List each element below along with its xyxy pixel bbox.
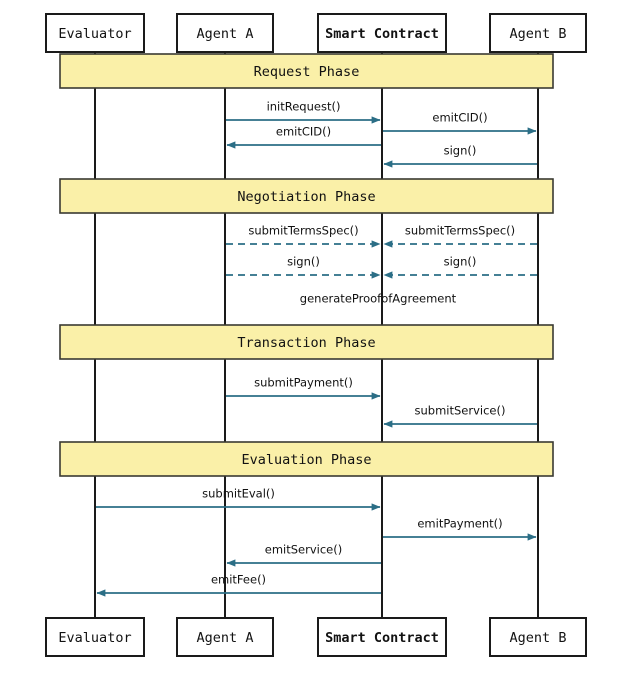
message-m7: sign() <box>226 255 381 279</box>
actor-box-agentA-top[interactable]: Agent A <box>176 13 274 53</box>
phase-label-negotiation: Negotiation Phase <box>237 189 375 205</box>
message-label: emitService() <box>265 543 342 557</box>
message-label: submitTermsSpec() <box>248 224 358 238</box>
phase-label-request: Request Phase <box>254 64 360 80</box>
actor-label-evaluator: Evaluator <box>58 26 131 42</box>
message-m13: emitService() <box>226 543 381 567</box>
message-m2: emitCID() <box>383 111 537 135</box>
actor-label-agentB: Agent B <box>510 26 567 42</box>
message-label: emitFee() <box>211 573 266 587</box>
actor-box-smartContract-top[interactable]: Smart Contract <box>317 13 447 53</box>
actor-label-smartContract: Smart Contract <box>325 630 439 646</box>
message-label: emitCID() <box>432 111 487 125</box>
actor-box-evaluator-bottom[interactable]: Evaluator <box>45 617 145 657</box>
message-m14: emitFee() <box>96 573 381 597</box>
note-n1: generateProofofAgreement <box>300 292 457 306</box>
message-m12: emitPayment() <box>383 517 537 541</box>
actor-box-agentA-bottom[interactable]: Agent A <box>176 617 274 657</box>
message-label: emitCID() <box>276 125 331 139</box>
actor-label-evaluator: Evaluator <box>58 630 131 646</box>
actor-label-agentB: Agent B <box>510 630 567 646</box>
message-label: submitTermsSpec() <box>405 224 515 238</box>
actor-box-agentB-top[interactable]: Agent B <box>489 13 587 53</box>
actor-label-agentA: Agent A <box>197 26 254 42</box>
message-m3: emitCID() <box>226 125 381 149</box>
actor-box-smartContract-bottom[interactable]: Smart Contract <box>317 617 447 657</box>
message-label: submitPayment() <box>254 376 353 390</box>
message-m11: submitEval() <box>96 487 381 511</box>
message-label: sign() <box>444 255 477 269</box>
message-label: initRequest() <box>267 100 341 114</box>
message-m4: sign() <box>383 144 537 168</box>
actor-boxes-top: Evaluator Agent A Smart Contract Agent B <box>45 13 587 53</box>
actor-boxes-bottom: Evaluator Agent A Smart Contract Agent B <box>45 617 587 657</box>
phase-label-evaluation: Evaluation Phase <box>241 452 371 468</box>
notes-group: generateProofofAgreement <box>300 292 457 306</box>
message-label: sign() <box>444 144 477 158</box>
phase-label-transaction: Transaction Phase <box>237 335 375 351</box>
message-label: emitPayment() <box>417 517 502 531</box>
message-m9: submitPayment() <box>226 376 381 400</box>
message-m5: submitTermsSpec() <box>226 224 381 248</box>
phase-band-request: Request Phase <box>59 53 554 89</box>
message-m8: sign() <box>383 255 537 279</box>
message-m10: submitService() <box>383 404 537 428</box>
message-label: submitEval() <box>202 487 275 501</box>
phase-band-evaluation: Evaluation Phase <box>59 441 554 477</box>
actor-label-agentA: Agent A <box>197 630 254 646</box>
message-label: sign() <box>287 255 320 269</box>
message-m1: initRequest() <box>226 100 381 124</box>
actor-box-agentB-bottom[interactable]: Agent B <box>489 617 587 657</box>
message-m6: submitTermsSpec() <box>383 224 537 248</box>
messages-group: initRequest() emitCID() emitCID() sign() sub… <box>96 100 537 597</box>
message-label: submitService() <box>415 404 506 418</box>
phase-band-negotiation: Negotiation Phase <box>59 178 554 214</box>
phase-band-transaction: Transaction Phase <box>59 324 554 360</box>
actor-label-smartContract: Smart Contract <box>325 26 439 42</box>
actor-box-evaluator-top[interactable]: Evaluator <box>45 13 145 53</box>
